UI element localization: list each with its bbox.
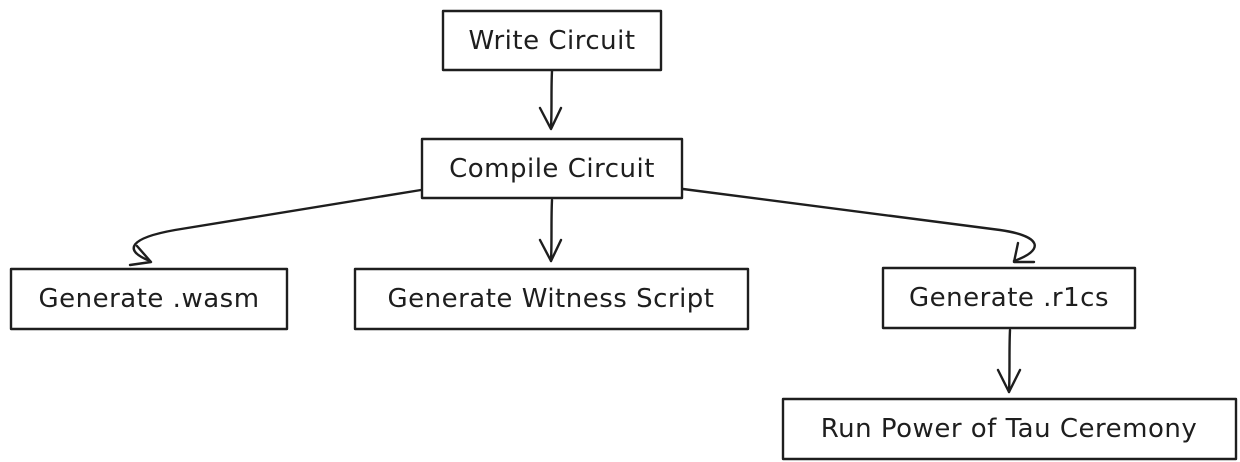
node-box bbox=[420, 137, 684, 200]
edge-r1cs-to-power-of-tau bbox=[996, 328, 1022, 394]
node-label: Run Power of Tau Ceremony bbox=[821, 414, 1197, 444]
node-box bbox=[9, 267, 289, 331]
edge-compile-to-r1cs bbox=[681, 187, 1036, 264]
connector-line bbox=[549, 69, 554, 130]
arrowhead-icon bbox=[538, 238, 563, 263]
edge-compile-to-wasm bbox=[128, 188, 423, 267]
node-generate-r1cs[interactable]: Generate .r1cs bbox=[881, 266, 1137, 330]
connector-line bbox=[132, 188, 423, 263]
node-generate-witness-script[interactable]: Generate Witness Script bbox=[353, 267, 750, 331]
node-label: Generate .wasm bbox=[38, 284, 259, 314]
node-box bbox=[441, 9, 663, 72]
arrowhead-icon bbox=[1012, 241, 1036, 264]
node-box bbox=[781, 397, 1238, 461]
connector-line bbox=[1007, 328, 1012, 394]
node-label: Generate .r1cs bbox=[909, 283, 1109, 313]
node-label: Generate Witness Script bbox=[388, 284, 715, 314]
node-generate-wasm[interactable]: Generate .wasm bbox=[9, 267, 289, 331]
arrowhead-icon bbox=[996, 368, 1022, 394]
connector-line bbox=[549, 198, 554, 263]
arrowhead-icon bbox=[538, 106, 563, 131]
edge-write-to-compile bbox=[538, 69, 563, 131]
node-box bbox=[881, 266, 1137, 330]
node-compile-circuit[interactable]: Compile Circuit bbox=[420, 137, 684, 200]
node-run-power-of-tau[interactable]: Run Power of Tau Ceremony bbox=[781, 397, 1238, 461]
node-box bbox=[353, 267, 750, 331]
node-label: Compile Circuit bbox=[449, 154, 655, 184]
arrowhead-icon bbox=[128, 244, 153, 267]
node-write-circuit[interactable]: Write Circuit bbox=[441, 9, 663, 72]
edge-compile-to-witness bbox=[538, 198, 563, 263]
connector-line bbox=[681, 187, 1036, 263]
node-label: Write Circuit bbox=[468, 26, 635, 56]
